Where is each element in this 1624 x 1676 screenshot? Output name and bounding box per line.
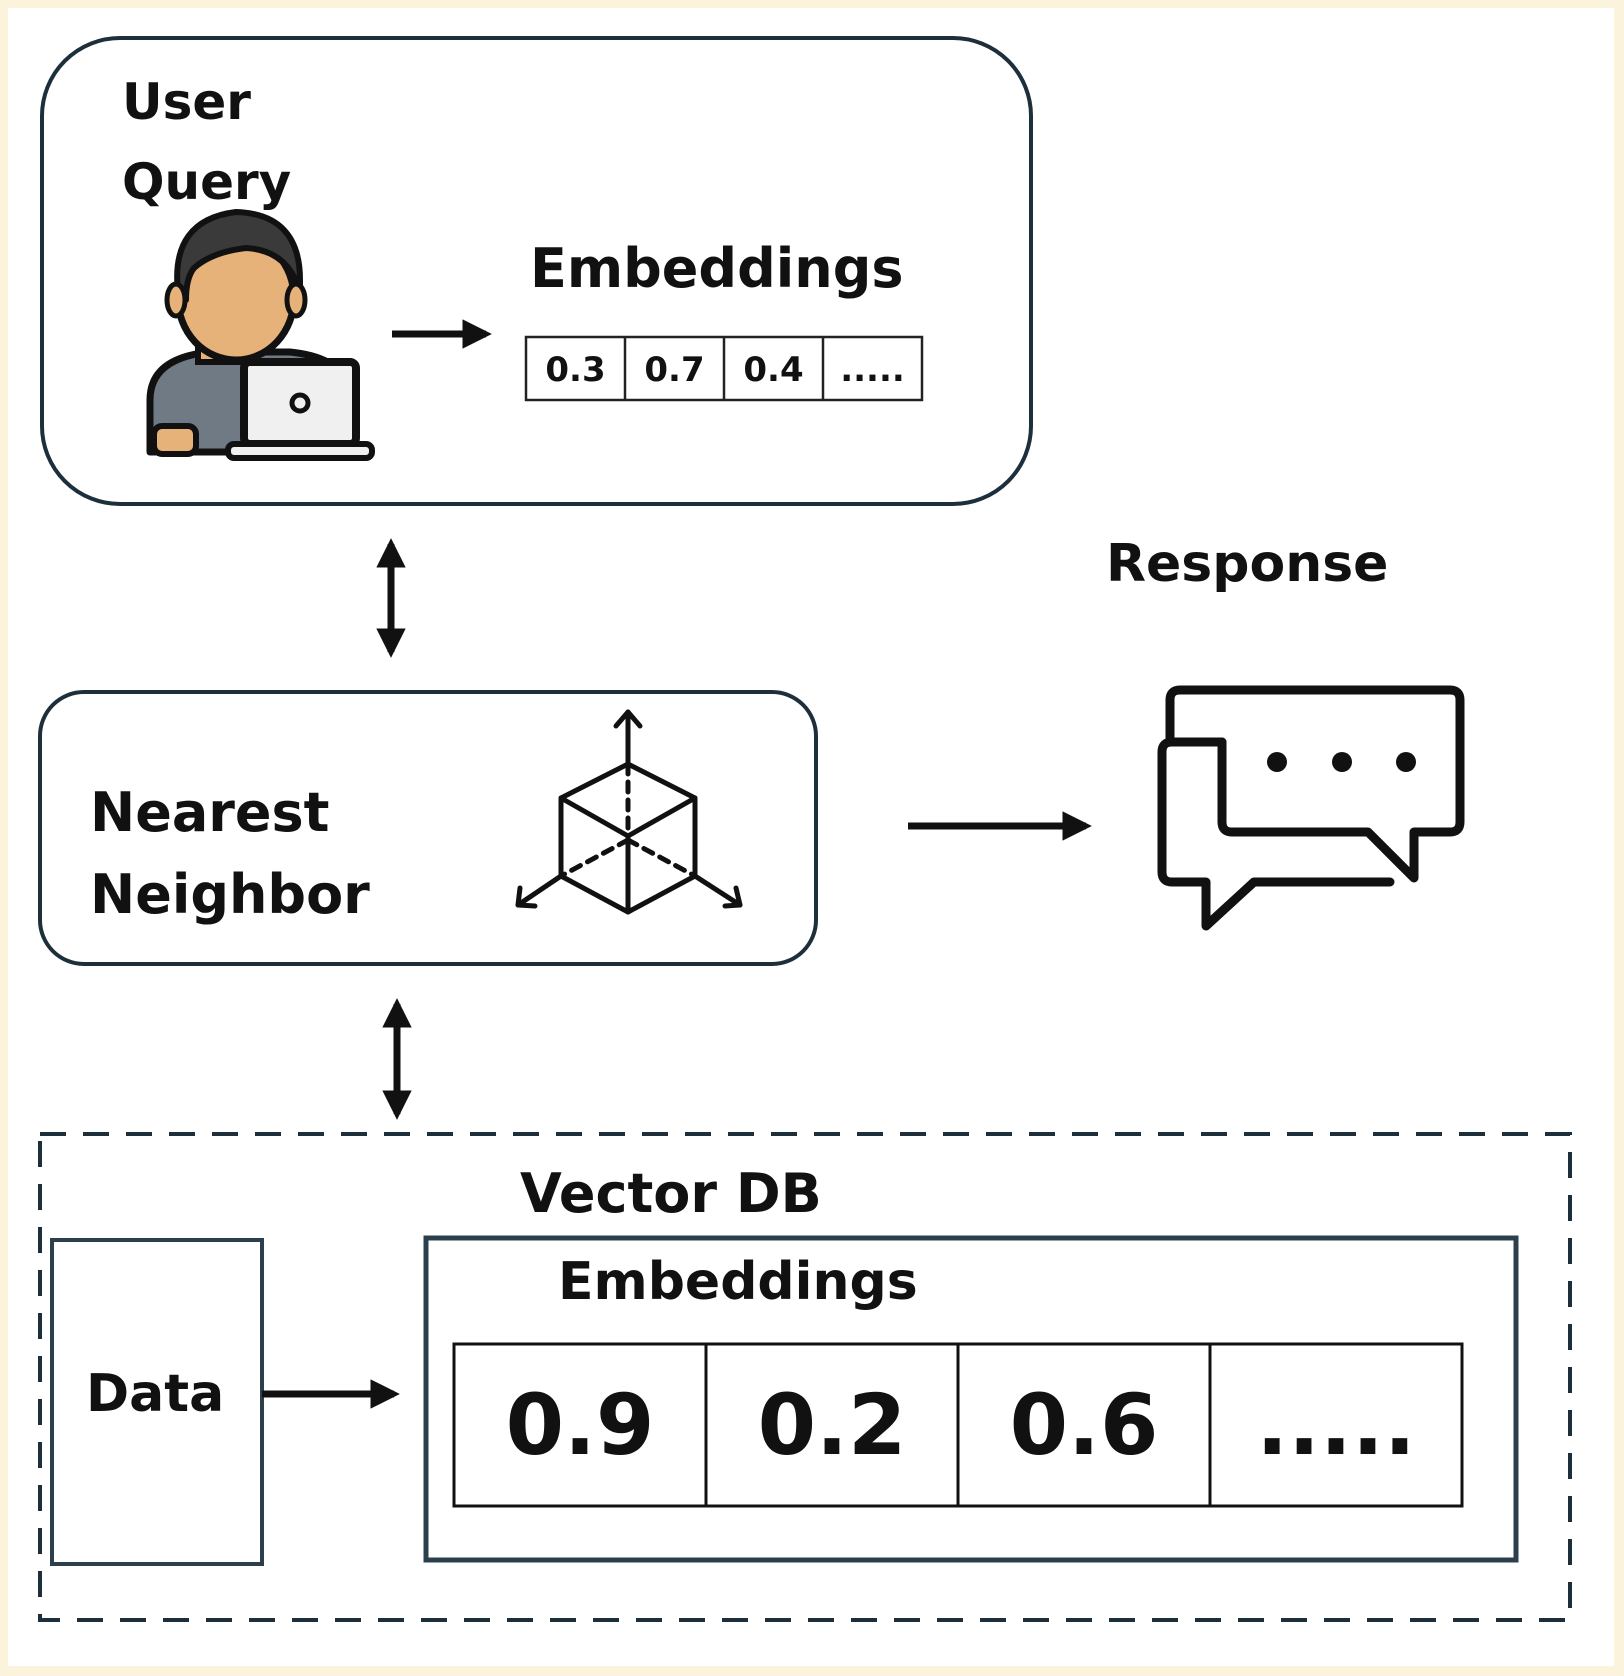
- query-embeddings-label: Embeddings: [530, 237, 904, 300]
- data-box: [50, 1238, 264, 1566]
- response-label: Response: [1106, 534, 1389, 594]
- query-vector-cell-1: 0.3: [545, 350, 606, 390]
- data-label: Data: [86, 1364, 225, 1424]
- user-query-box: [40, 36, 1033, 506]
- db-vector-cell-2: 0.2: [757, 1376, 907, 1474]
- db-vector-cell-4: .....: [1256, 1376, 1416, 1474]
- query-vector-cell-4: .....: [840, 350, 905, 390]
- query-vector-cell-2: 0.7: [644, 350, 705, 390]
- nearest-neighbor-label: Nearest Neighbor: [90, 781, 370, 926]
- user-laptop-icon: [146, 209, 375, 461]
- vector-db-title: Vector DB: [520, 1162, 822, 1225]
- query-vector-cell-3: 0.4: [743, 350, 804, 390]
- nearest-neighbor-box: [38, 690, 818, 966]
- db-vector-cell-1: 0.9: [505, 1376, 655, 1474]
- vector-db-embeddings-label: Embeddings: [558, 1252, 918, 1312]
- db-vector-cell-3: 0.6: [1009, 1376, 1159, 1474]
- vector-db-container: [38, 1132, 1572, 1622]
- vector-db-embeddings-box: [423, 1235, 1519, 1563]
- user-query-label: User Query: [122, 73, 292, 211]
- chat-bubbles-icon: [1157, 685, 1465, 931]
- cube-axes-icon: [515, 709, 743, 915]
